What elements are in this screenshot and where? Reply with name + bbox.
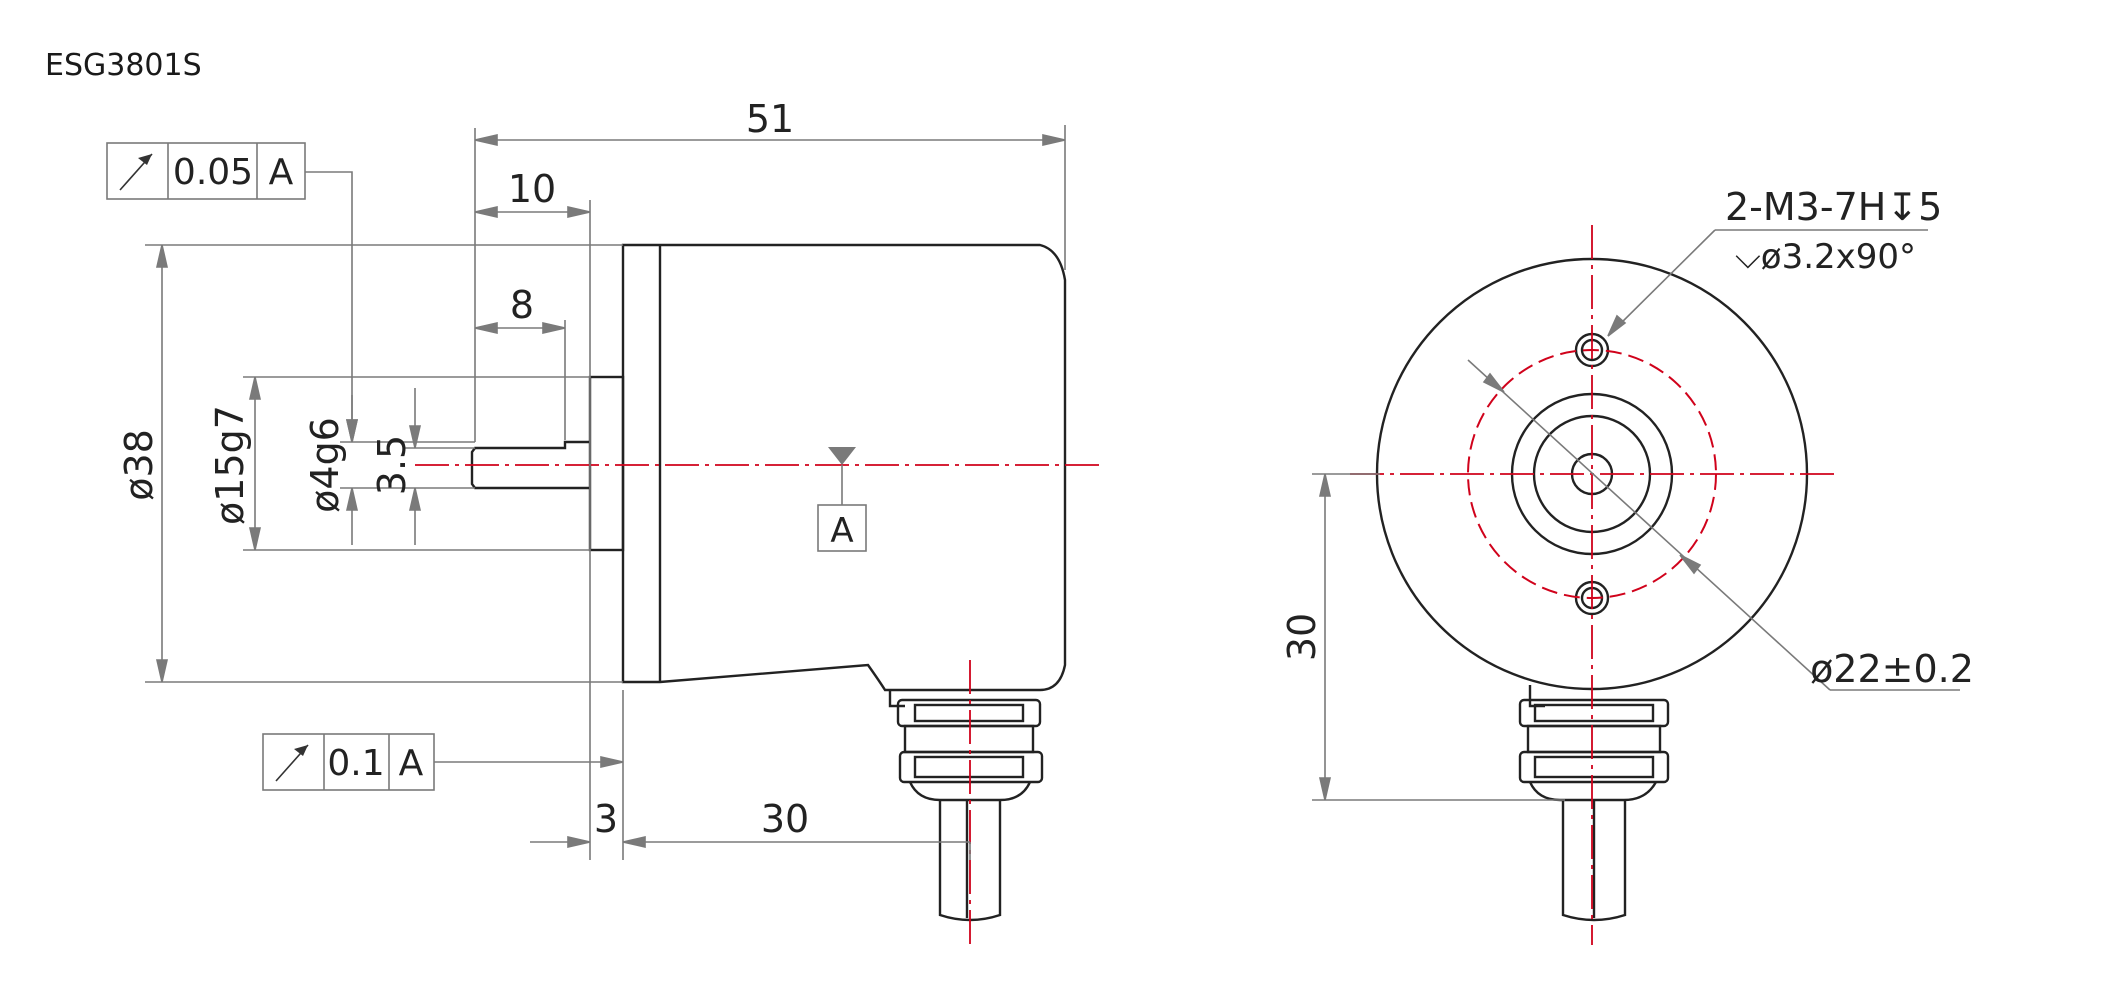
fcf-bottom: 0.1 A — [262, 733, 435, 791]
dim-flat-height: 3.5 — [370, 435, 414, 495]
fcf-bottom-datum: A — [399, 743, 424, 784]
thread-note-leader — [1607, 229, 1928, 337]
circular-runout-icon — [275, 744, 309, 782]
dimension-lines — [155, 133, 1066, 849]
fcf-top-tolerance: 0.05 — [173, 152, 253, 193]
fcf-top-datum: A — [269, 152, 294, 193]
datum-label: A — [830, 511, 853, 551]
dim-body-diameter: ø38 — [117, 429, 161, 501]
fcf-bottom-tolerance: 0.1 — [327, 743, 384, 784]
drawing-title: ESG3801S — [45, 48, 202, 83]
dim-flange-diameter: ø15g7 — [208, 405, 252, 525]
dim-pitch-circle: ø22±0.2 — [1810, 647, 1974, 691]
dim-flange-thickness: 3 — [594, 797, 618, 841]
dim-cable-offset: 30 — [761, 797, 809, 841]
extension-lines — [145, 125, 1066, 860]
front-cable-gland — [1518, 685, 1670, 922]
dim-front-height: 30 — [1280, 613, 1324, 661]
encoder-body-outline — [621, 243, 1067, 692]
front-height-dimension — [1312, 473, 1565, 801]
thread-note-line1: 2-M3-7H↧5 — [1725, 185, 1942, 229]
front-view: 30 ø22±0.2 2-M3-7H↧5 ⌵ø3.2x90° — [1280, 185, 1974, 945]
pcd-leader — [1467, 359, 1960, 691]
circular-runout-icon — [119, 153, 153, 191]
dim-overall-length: 51 — [746, 97, 794, 141]
fcf-top: 0.05 A — [106, 142, 306, 200]
dim-shaft-length: 10 — [508, 167, 556, 211]
datum-feature-a: A — [817, 447, 867, 552]
dim-flat-length: 8 — [510, 283, 534, 327]
side-view: 51 10 8 ø38 ø15g7 ø4g6 3.5 3 30 A 0.05 A — [106, 97, 1100, 945]
datum-triangle-icon — [828, 447, 856, 465]
cable-gland — [888, 690, 1044, 922]
flange-outline — [588, 375, 625, 552]
thread-note-line2: ⌵ø3.2x90° — [1735, 237, 1916, 277]
dim-shaft-diameter: ø4g6 — [303, 417, 347, 513]
